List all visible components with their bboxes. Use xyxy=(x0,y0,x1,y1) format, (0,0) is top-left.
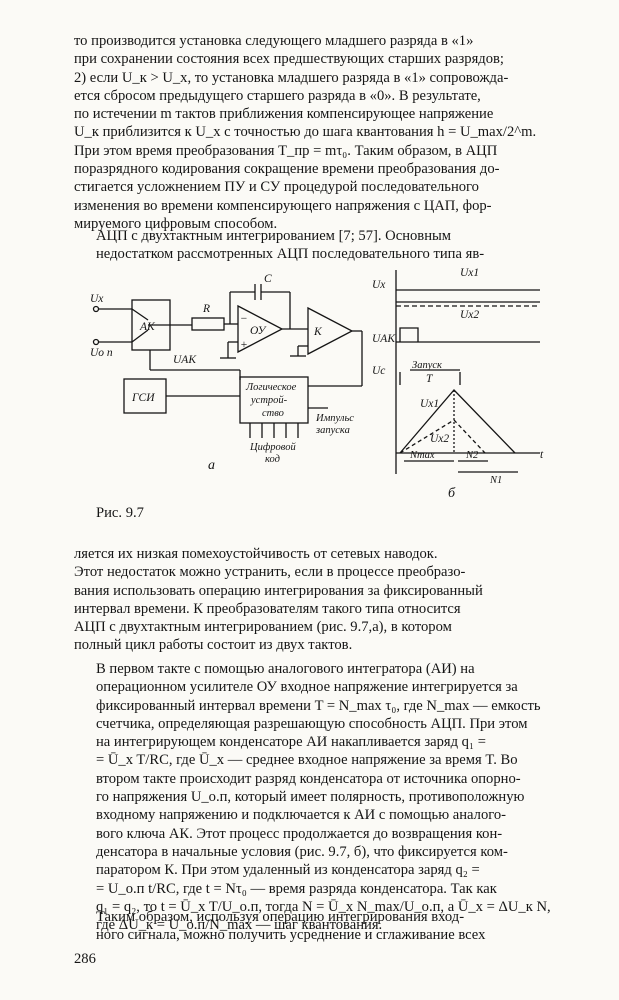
opamp-ou xyxy=(237,304,284,354)
text-line: интервал времени. К преобразователям так… xyxy=(74,600,461,617)
timing-ux1: Ux1 xyxy=(460,267,479,279)
text-line: U_к приблизится к U_x с точностью до шаг… xyxy=(74,124,537,141)
text-line: ется сбросом предыдущего старшего разряд… xyxy=(74,87,481,104)
timing-uc-ux1: Ux1 xyxy=(420,398,439,410)
text-line: входному напряжению и подключается к АИ … xyxy=(96,807,507,824)
comparator-k xyxy=(307,306,354,356)
text-line: вого ключа АК. Этот процесс продолжается… xyxy=(96,825,503,842)
logic-label-3: ство xyxy=(262,408,284,419)
text-line: мируемого цифровым способом. xyxy=(74,215,278,232)
switch-ak-label: АК xyxy=(139,321,156,333)
logic-label-2: устрой- xyxy=(250,395,288,406)
text-line: полный цикл работы состоит из двух такто… xyxy=(74,637,353,654)
text-line: то производится установка следующего мла… xyxy=(74,33,474,49)
resistor-label: R xyxy=(202,303,210,315)
generator-label: ГСИ xyxy=(131,392,155,404)
input-uop-terminal xyxy=(92,338,100,346)
timing-uak-axis: UАК xyxy=(372,333,396,345)
text-line: = Ū_x T/RC, где Ū_x — среднее входное на… xyxy=(96,752,518,769)
resistor-r xyxy=(191,317,225,331)
panel-a-label: а xyxy=(208,458,215,473)
text-line: втором такте происходит разряд конденсат… xyxy=(96,770,521,787)
text-line: стигается усложнением ПУ и СУ процедурой… xyxy=(74,179,479,196)
text-line: изменения во времени компенсирующего нап… xyxy=(74,197,492,214)
text-line: счетчика, определяющая разрешающую спосо… xyxy=(96,715,528,732)
timing-n1: N1 xyxy=(489,475,502,486)
figure-9-7: Ux Uо п АК UАК R C ОУ − + К ГСИ Логическ… xyxy=(90,267,544,501)
timing-ux2: Ux2 xyxy=(460,309,479,321)
text-line: поразрядного кодирования сокращение врем… xyxy=(74,161,500,178)
timing-uc-axis: Uc xyxy=(372,365,385,377)
text-line: на интегрирующем конденсаторе АИ накапли… xyxy=(96,734,486,751)
text-line: Таким образом, используя операцию интегр… xyxy=(96,909,465,925)
input-ux-label: Ux xyxy=(90,293,104,305)
text-line: недостатком рассмотренных АЦП последоват… xyxy=(96,246,485,263)
text-line: Этот недостаток можно устранить, если в … xyxy=(74,564,466,581)
digital-code-label-1: Цифровой xyxy=(249,442,296,453)
paragraph-1: то производится установка следующего мла… xyxy=(74,32,571,233)
text-line: паратором К. При этом удаленный из конде… xyxy=(96,862,480,879)
timing-start: Запуск xyxy=(412,360,442,371)
capacitor-label: C xyxy=(264,273,272,285)
comparator-label: К xyxy=(313,326,323,338)
figure-caption: Рис. 9.7 xyxy=(96,505,144,521)
paragraph-3: ляется их низкая помехоустойчивость от с… xyxy=(74,545,571,655)
start-pulse-label-2: запуска xyxy=(315,425,350,436)
input-uop-label: Uо п xyxy=(90,347,113,359)
text-line: ного сигнала, можно получить усреднение … xyxy=(96,927,486,944)
text-line: при сохранении состояния всех предшеству… xyxy=(74,51,504,68)
paragraph-5: Таким образом, используя операцию интегр… xyxy=(74,908,571,945)
switch-control-label: UАК xyxy=(173,354,197,366)
text-line: операционном усилителе ОУ входное напряж… xyxy=(96,679,518,696)
text-line: фиксированный интервал времени T = N_max… xyxy=(96,697,541,714)
timing-nmax: Nmax xyxy=(409,450,435,461)
opamp-label: ОУ xyxy=(250,325,267,337)
timing-t-label: t xyxy=(540,449,544,461)
text-line: АЦП с двухтактным интегрированием (рис. … xyxy=(74,619,452,636)
text-line: ляется их низкая помехоустойчивость от с… xyxy=(74,546,438,562)
page-number: 286 xyxy=(74,951,96,967)
text-line: го напряжения U_о.п, который имеет поляр… xyxy=(96,789,525,806)
paragraph-2: АЦП с двухтактным интегрированием [7; 57… xyxy=(74,227,571,264)
text-line: денсатора в начальные условия (рис. 9.7,… xyxy=(96,843,508,860)
panel-b-label: б xyxy=(448,486,456,501)
text-line: q₁ = q₂, то t = Ū_x T/U_о.п, тогда N = Ū… xyxy=(96,898,551,915)
timing-n2: N2 xyxy=(465,450,479,461)
text-line: вания использовать операцию интегрирован… xyxy=(74,582,483,599)
text-line: по истечении m тактов приближения компен… xyxy=(74,106,494,123)
timing-uc-ux2: Ux2 xyxy=(430,433,449,445)
text-line: = U_о.п t/RC, где t = Nτ₀ — время разряд… xyxy=(96,880,497,897)
text-line: АЦП с двухтактным интегрированием [7; 57… xyxy=(96,228,452,244)
input-ux-terminal xyxy=(92,305,100,313)
text-line: где ΔU_к = U_о.п/N_max — шаг квантования… xyxy=(96,917,383,934)
paragraph-4: В первом такте с помощью аналогового инт… xyxy=(74,660,571,934)
timing-T: T xyxy=(426,373,434,385)
timing-ux-axis: Ux xyxy=(372,279,386,291)
opamp-minus: − xyxy=(240,313,248,325)
start-pulse-label-1: Импульс xyxy=(315,413,354,424)
digital-code-label-2: код xyxy=(265,454,280,465)
opamp-plus: + xyxy=(240,339,248,351)
logic-label-1: Логическое xyxy=(245,382,297,393)
text-line: 2) если U_к > U_x, то установка младшего… xyxy=(74,69,509,86)
text-line: При этом время преобразования T_пр = mτ₀… xyxy=(74,142,498,159)
text-line: В первом такте с помощью аналогового инт… xyxy=(96,661,475,677)
